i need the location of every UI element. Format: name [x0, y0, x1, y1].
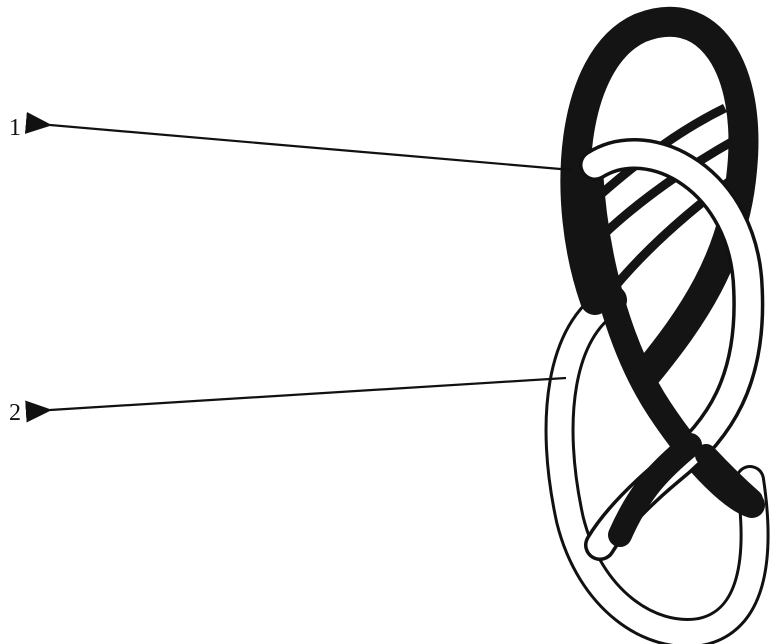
label-2: 2 — [9, 401, 21, 425]
label-1: 1 — [9, 116, 21, 140]
pointer-arrow-1 — [50, 125, 572, 170]
pointer-arrow-2 — [50, 378, 566, 410]
dark-band-lower-crossing — [620, 445, 752, 535]
